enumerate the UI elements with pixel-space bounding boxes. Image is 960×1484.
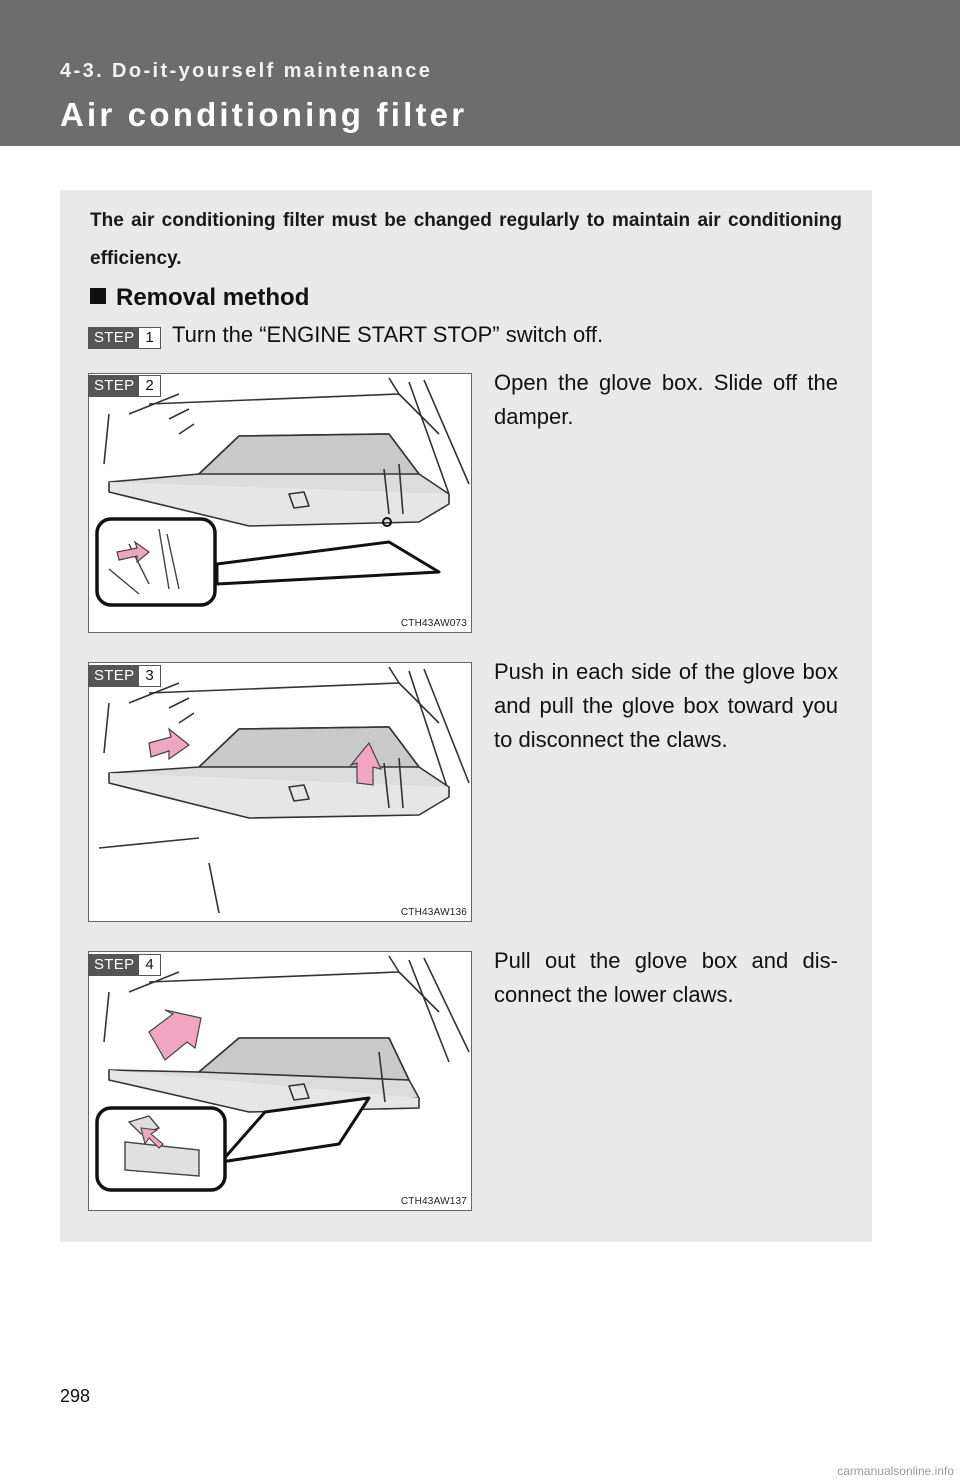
intro-text: The air conditioning filter must be chan… [90, 210, 842, 269]
page-title: Air conditioning filter [60, 96, 468, 133]
section-header: 4-3. Do-it-yourself maintenance Air cond… [0, 0, 960, 146]
pink-arrow-up-icon [148, 1009, 202, 1061]
figure-code: CTH43AW136 [400, 907, 467, 918]
pink-arrow-right-icon [349, 741, 383, 786]
step-4-text: Pull out the glove box and dis-connect t… [494, 948, 838, 1007]
figure-code: CTH43AW137 [400, 1196, 467, 1207]
page-number: 298 [60, 1386, 91, 1406]
step-4-figure: CTH43AW137 [88, 951, 472, 1211]
glove-box-lower-claws-illustration [95, 955, 470, 1192]
step-2-text: Open the glove box. Slide off the damper… [494, 370, 838, 429]
figure-code: CTH43AW073 [400, 618, 467, 629]
pink-arrow-small-icon [140, 1127, 164, 1149]
removal-heading-text: Removal method [116, 284, 310, 311]
step-badge-number: 3 [139, 666, 160, 686]
step-4-badge: STEP 4 [88, 954, 161, 976]
square-bullet-icon [90, 288, 106, 304]
pink-arrow-icon [116, 540, 150, 564]
step-badge-label: STEP [89, 955, 140, 975]
step-1-text: Turn the “ENGINE START STOP” switch off. [172, 322, 604, 347]
step-3-badge: STEP 3 [88, 665, 161, 687]
step-badge-number: 4 [139, 955, 160, 975]
step-badge-number: 1 [139, 328, 160, 348]
step-badge-label: STEP [89, 666, 140, 686]
section-label: 4-3. Do-it-yourself maintenance [60, 60, 433, 82]
step-2-badge: STEP 2 [88, 375, 161, 397]
step-1-badge: STEP 1 [88, 327, 161, 349]
step-3-figure: CTH43AW136 [88, 662, 472, 922]
removal-heading: Removal method [90, 284, 309, 312]
step-3-text: Push in each side of the glove box and p… [494, 659, 838, 752]
glove-box-claws-illustration [98, 666, 470, 914]
step-badge-number: 2 [139, 376, 160, 396]
pink-arrow-left-icon [148, 727, 191, 761]
step-badge-label: STEP [89, 376, 140, 396]
step-badge-label: STEP [89, 328, 140, 348]
footer-watermark: carmanualsonline.info [837, 1464, 954, 1478]
glove-box-damper-illustration [95, 377, 470, 607]
step-2-figure: CTH43AW073 [88, 373, 472, 633]
